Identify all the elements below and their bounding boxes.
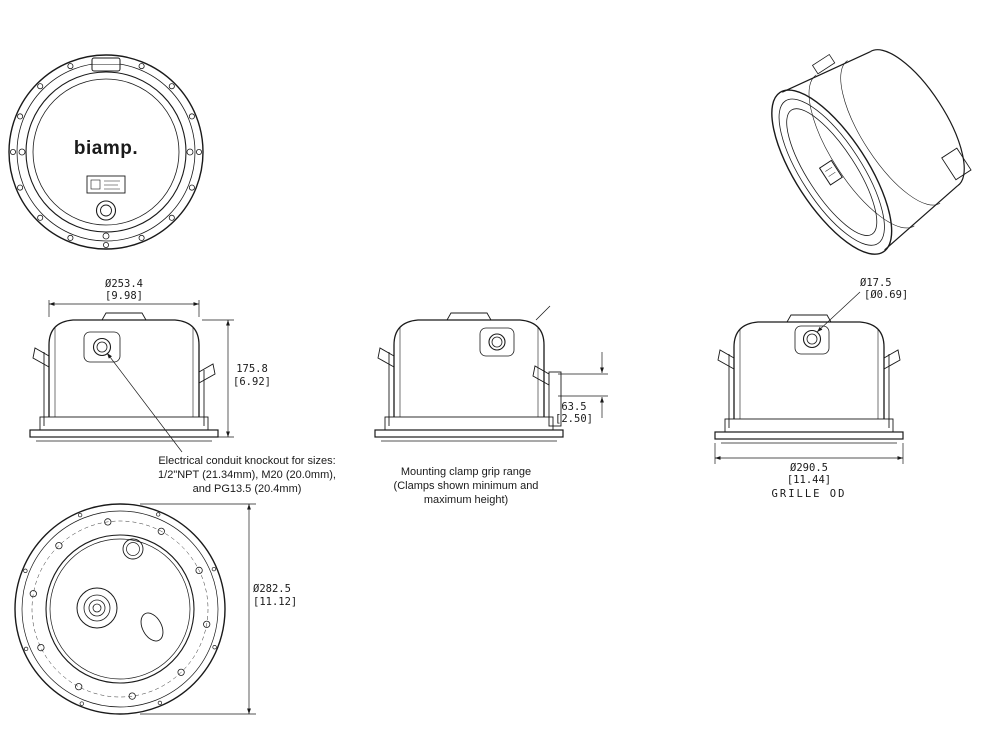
dim-grille-od-in: [11.44] [787, 474, 831, 486]
dim-top-width-in: [9.98] [105, 290, 143, 302]
dim-grille-od: Ø290.5 [11.44] GRILLE OD [714, 443, 904, 500]
isometric-view [771, 49, 972, 255]
product-label-plate [86, 175, 126, 194]
clamp-note-line2: (Clamps shown minimum and [394, 480, 539, 492]
knockout-dia-leader [816, 291, 861, 333]
clamp-note-line3: maximum height) [424, 494, 508, 506]
dim-clamp-range-mm: 63.5 [561, 401, 586, 413]
mounting-clamps-left-view [32, 347, 216, 426]
dim-grille-od-label: GRILLE OD [772, 488, 847, 500]
dim-top-width: Ø253.4 [9.98] [48, 278, 200, 317]
knockout-note: Electrical conduit knockout for sizes: 1… [158, 455, 336, 495]
dim-knockout: Ø17.5 [Ø0.69] [860, 277, 908, 301]
rear-view: Ø282.5 [11.12] [14, 503, 297, 715]
conduit-knockout [83, 331, 121, 363]
knockout-note-line2: 1/2"NPT (21.34mm), M20 (20.0mm), [158, 469, 336, 481]
bolt-circle-centerline [31, 520, 209, 698]
dim-height-in: [6.92] [233, 376, 271, 388]
dim-top-width-mm: Ø253.4 [105, 278, 143, 290]
rim-screws [9, 63, 202, 248]
mounting-clamps-right-view [717, 349, 901, 428]
knockout-note-line3: and PG13.5 (20.4mm) [193, 483, 302, 495]
dim-clamp-range: 63.5 [2.50] [555, 352, 608, 425]
top-wire-detail [535, 305, 551, 321]
iso-terminal-cover [941, 147, 972, 181]
rear-outer-holes [23, 512, 217, 706]
rear-flange-screws [29, 518, 211, 700]
dim-knockout-in: [Ø0.69] [864, 289, 908, 301]
conduit-knockout-right [794, 325, 830, 355]
mounting-clamps-mid-view [377, 347, 562, 427]
front-grille-view: biamp. [8, 54, 204, 250]
dim-back-dia: Ø282.5 [11.12] [140, 503, 297, 715]
side-view-middle: 63.5 [2.50] Mounting clamp grip range (C… [374, 305, 608, 506]
side-view-left: Ø253.4 [9.98] 175.8 [6.92] Electrical co… [29, 278, 336, 495]
rear-center-gland [76, 587, 118, 629]
iso-logo-plate [818, 159, 843, 186]
clamp-note: Mounting clamp grip range (Clamps shown … [394, 466, 539, 506]
knockout-leader-line [106, 352, 183, 453]
conduit-knockout-middle [479, 327, 515, 357]
dim-clamp-range-in: [2.50] [555, 413, 593, 425]
dim-knockout-mm: Ø17.5 [860, 277, 892, 289]
dim-grille-od-mm: Ø290.5 [790, 462, 828, 474]
iso-top-clamp [811, 53, 836, 75]
side-view-right: Ø17.5 [Ø0.69] Ø290.5 [11.44] GRILLE OD [714, 277, 908, 500]
dim-height-mm: 175.8 [236, 363, 268, 375]
biamp-logo: biamp. [74, 138, 138, 159]
dim-back-dia-mm: Ø282.5 [253, 583, 291, 595]
top-latch [91, 57, 121, 72]
dim-back-dia-in: [11.12] [253, 596, 297, 608]
rear-oval-cutout [140, 612, 164, 642]
knockout-note-line1: Electrical conduit knockout for sizes: [158, 455, 335, 467]
front-knob [95, 200, 117, 221]
dim-height: 175.8 [6.92] [202, 319, 271, 438]
clamp-note-line1: Mounting clamp grip range [401, 466, 531, 478]
rear-knockout [122, 538, 144, 560]
